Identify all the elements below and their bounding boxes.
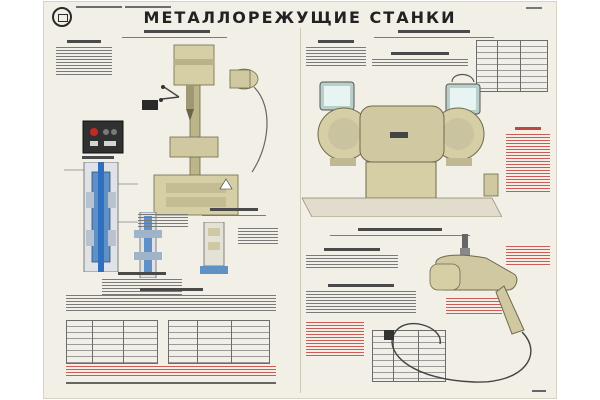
publisher-logo-icon — [52, 7, 72, 27]
poster-number — [526, 7, 542, 9]
grinder-maintenance-table — [476, 40, 548, 92]
power-drill-heading — [330, 228, 470, 238]
power-drill-illustration — [384, 234, 532, 383]
power-drill-safety-notes — [306, 322, 364, 358]
drill-press-table-2 — [168, 320, 270, 364]
bench-grinder-illustration — [302, 73, 502, 217]
power-drill-specs — [306, 248, 398, 270]
grinder-safety-notes — [506, 127, 550, 194]
vise-illustration — [200, 222, 228, 274]
feed-mechanism-cutaway — [134, 212, 162, 278]
drill-press-footer — [66, 382, 276, 384]
drill-press-procedure — [66, 288, 276, 313]
drill-press-illustration — [153, 44, 268, 216]
spindle-cutaway-illustration — [64, 162, 138, 272]
vise-callouts — [238, 228, 278, 246]
poster-title: МЕТАЛЛОРЕЖУЩИЕ СТАНКИ — [143, 8, 457, 27]
right-column-safety-notes — [506, 246, 550, 267]
center-fold — [300, 28, 301, 393]
drill-press-specs — [56, 40, 112, 77]
spindle-callouts — [138, 214, 188, 229]
poster-footer-mark — [532, 390, 546, 392]
grinder-procedure — [372, 52, 468, 68]
publisher-imprint — [76, 6, 171, 8]
grinder-specs — [306, 40, 366, 68]
power-drill-warnings — [446, 298, 502, 316]
drill-press-safety-notes — [66, 366, 276, 378]
drill-press-base-caption — [194, 208, 274, 216]
spindle-cutaway-label — [78, 156, 118, 163]
grinder-heading — [374, 30, 494, 40]
drill-press-switch-box — [142, 100, 158, 110]
power-drill-procedure — [306, 284, 416, 315]
poster: МЕТАЛЛОРЕЖУЩИЕ СТАНКИ — [44, 2, 556, 398]
drill-press-heading — [122, 30, 232, 40]
drill-press-table-1 — [66, 320, 158, 364]
control-panel-illustration — [82, 120, 124, 154]
